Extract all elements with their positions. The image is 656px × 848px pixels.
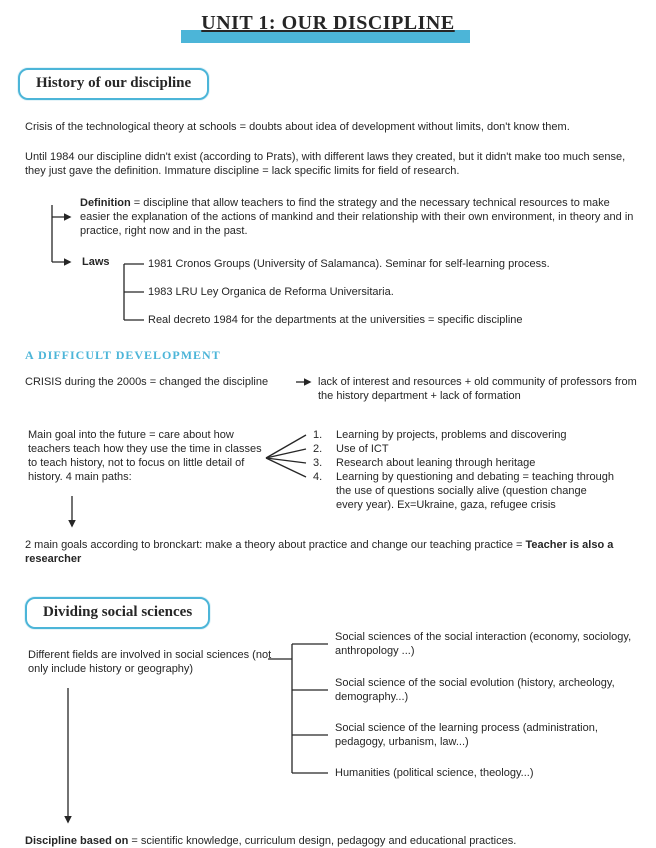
conclusion-bold: Discipline based on [25, 835, 129, 847]
title-highlight-bar [181, 30, 470, 43]
paragraph-crisis-technological: Crisis of the technological theory at sc… [25, 121, 570, 133]
field-item-humanities: Humanities (political science, theology.… [335, 767, 534, 779]
paths-list: 1. Learning by projects, problems and di… [313, 428, 614, 512]
field-item-learning-process: Social science of the learning process (… [335, 722, 598, 748]
laws-bracket [123, 263, 144, 321]
list-item-path-1: 1. Learning by projects, problems and di… [313, 428, 614, 442]
field-item-social-interaction: Social sciences of the social interactio… [335, 631, 632, 657]
path-number: 3. [313, 457, 323, 469]
definition-laws-branch [51, 205, 72, 266]
path-text: Research about leaning through heritage [336, 457, 536, 469]
two-goals-text: 2 main goals according to bronckart: mak… [25, 539, 526, 551]
field-item-social-evolution: Social science of the social evolution (… [335, 677, 615, 703]
section-heading-dividing: Dividing social sciences [25, 597, 211, 629]
conclusion-paragraph: Discipline based on = scientific knowled… [25, 834, 645, 848]
main-goal-paragraph: Main goal into the future = care about h… [28, 429, 262, 483]
definition-paragraph: Definition = discipline that allow teach… [80, 196, 635, 238]
path-number: 2. [313, 443, 323, 455]
crisis-left-text: CRISIS during the 2000s = changed the di… [25, 376, 269, 388]
two-goals-paragraph: 2 main goals according to bronckart: mak… [25, 538, 637, 566]
law-item-1983: 1983 LRU Ley Organica de Reforma Univers… [148, 286, 394, 298]
path-text: Learning by projects, problems and disco… [336, 429, 567, 441]
section-heading-history: History of our discipline [18, 68, 210, 100]
page-title: UNIT 1: OUR DISCIPLINE [201, 12, 455, 34]
crisis-right-text: lack of interest and resources + old com… [318, 376, 637, 402]
path-number: 4. [313, 471, 323, 483]
two-goals-bold: Teacher is also a researcher [25, 539, 614, 565]
paragraph-until-1984: Until 1984 our discipline didn't exist (… [25, 151, 626, 177]
path-text: Learning by questioning and debating = t… [336, 471, 614, 511]
law-item-1984: Real decreto 1984 for the departments at… [148, 314, 523, 326]
laws-label: Laws [82, 256, 110, 268]
paths-fan [265, 434, 307, 478]
law-item-1981: 1981 Cronos Groups (University of Salama… [148, 258, 550, 270]
path-text: Use of ICT [336, 443, 389, 455]
subheading-difficult-development: A DIFFICULT DEVELOPMENT [25, 348, 221, 362]
fields-intro-text: Different fields are involved in social … [28, 649, 272, 675]
definition-label: Definition [80, 197, 131, 209]
list-item-path-2: 2. Use of ICT [313, 442, 614, 456]
list-item-path-3: 3. Research about leaning through herita… [313, 456, 614, 470]
list-item-path-4: 4. Learning by questioning and debating … [313, 470, 614, 512]
definition-text: = discipline that allow teachers to find… [80, 197, 634, 237]
conclusion-text: = scientific knowledge, curriculum desig… [128, 835, 517, 847]
path-number: 1. [313, 429, 323, 441]
